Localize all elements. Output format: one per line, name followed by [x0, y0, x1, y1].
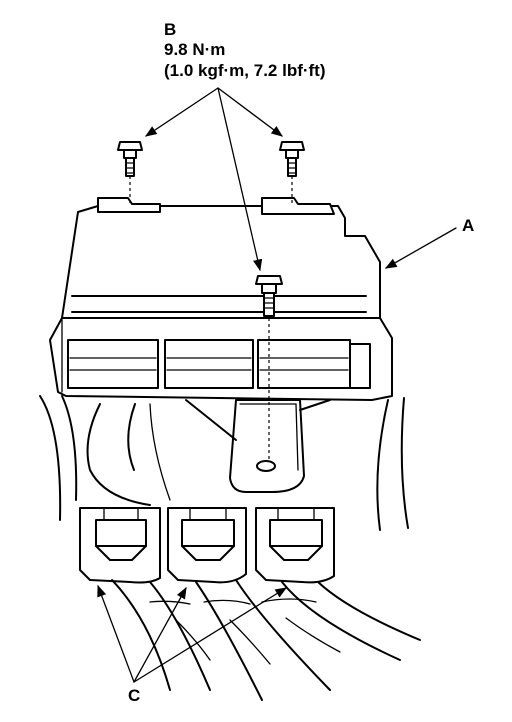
mounting-bolt-right — [279, 141, 305, 204]
callout-b-torque-alt: (1.0 kgf·m, 7.2 lbf·ft) — [164, 61, 326, 80]
control-unit — [49, 197, 393, 401]
callout-b-letter: B — [164, 20, 177, 39]
mounting-bolt-center — [255, 275, 283, 460]
leader-lines — [97, 87, 457, 683]
mounting-bracket — [185, 399, 331, 493]
connector-right — [255, 507, 335, 584]
callout-c-letter: C — [128, 686, 141, 705]
connector-left — [79, 507, 161, 584]
body-panel — [39, 395, 409, 531]
mounting-bolt-left — [117, 141, 143, 204]
wire-harness — [111, 579, 421, 701]
callout-b-torque: 9.8 N·m — [164, 40, 226, 59]
connector-middle — [167, 507, 247, 584]
callout-a-letter: A — [462, 216, 475, 235]
